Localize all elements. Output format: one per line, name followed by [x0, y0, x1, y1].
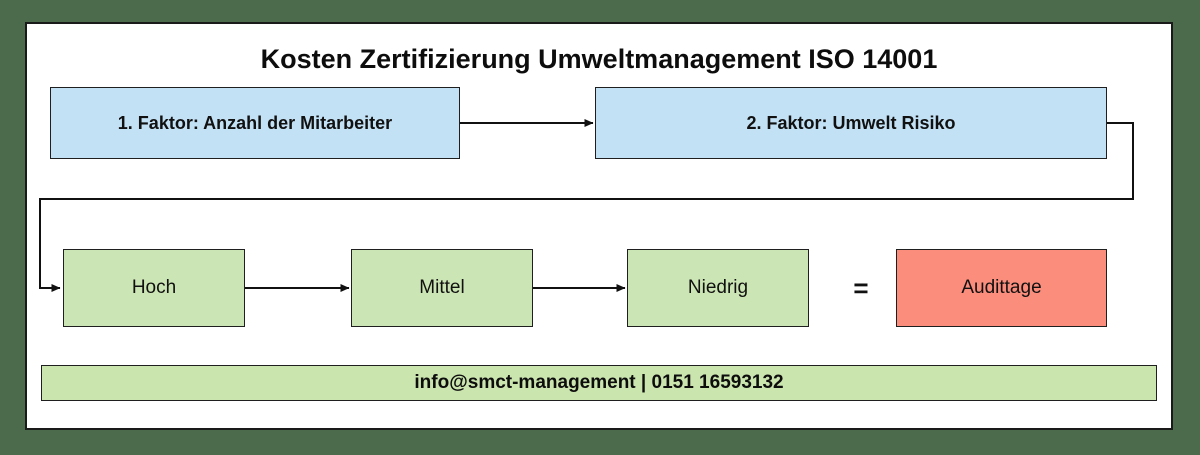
node-result-audittage[interactable]: Audittage	[896, 249, 1107, 327]
node-faktor-risiko[interactable]: 2. Faktor: Umwelt Risiko	[595, 87, 1107, 159]
node-risk-mittel-label: Mittel	[419, 277, 465, 298]
node-faktor-mitarbeiter-label: 1. Faktor: Anzahl der Mitarbeiter	[117, 112, 393, 133]
node-risk-hoch-label: Hoch	[131, 277, 177, 298]
node-risk-mittel[interactable]: Mittel	[351, 249, 533, 327]
equals-operator: =	[853, 272, 869, 303]
footer-contact-text: info@smct-management | 0151 16593132	[414, 372, 784, 393]
node-risk-hoch[interactable]: Hoch	[63, 249, 245, 327]
footer-contact-bar[interactable]: info@smct-management | 0151 16593132	[41, 365, 1157, 401]
node-faktor-mitarbeiter[interactable]: 1. Faktor: Anzahl der Mitarbeiter	[50, 87, 460, 159]
node-result-audittage-label: Audittage	[961, 277, 1042, 298]
node-risk-niedrig[interactable]: Niedrig	[627, 249, 809, 327]
diagram-page: Kosten Zertifizierung Umweltmanagement I…	[25, 22, 1173, 430]
node-faktor-risiko-label: 2. Faktor: Umwelt Risiko	[746, 112, 956, 133]
page-title: Kosten Zertifizierung Umweltmanagement I…	[260, 44, 938, 74]
node-risk-niedrig-label: Niedrig	[687, 277, 749, 298]
